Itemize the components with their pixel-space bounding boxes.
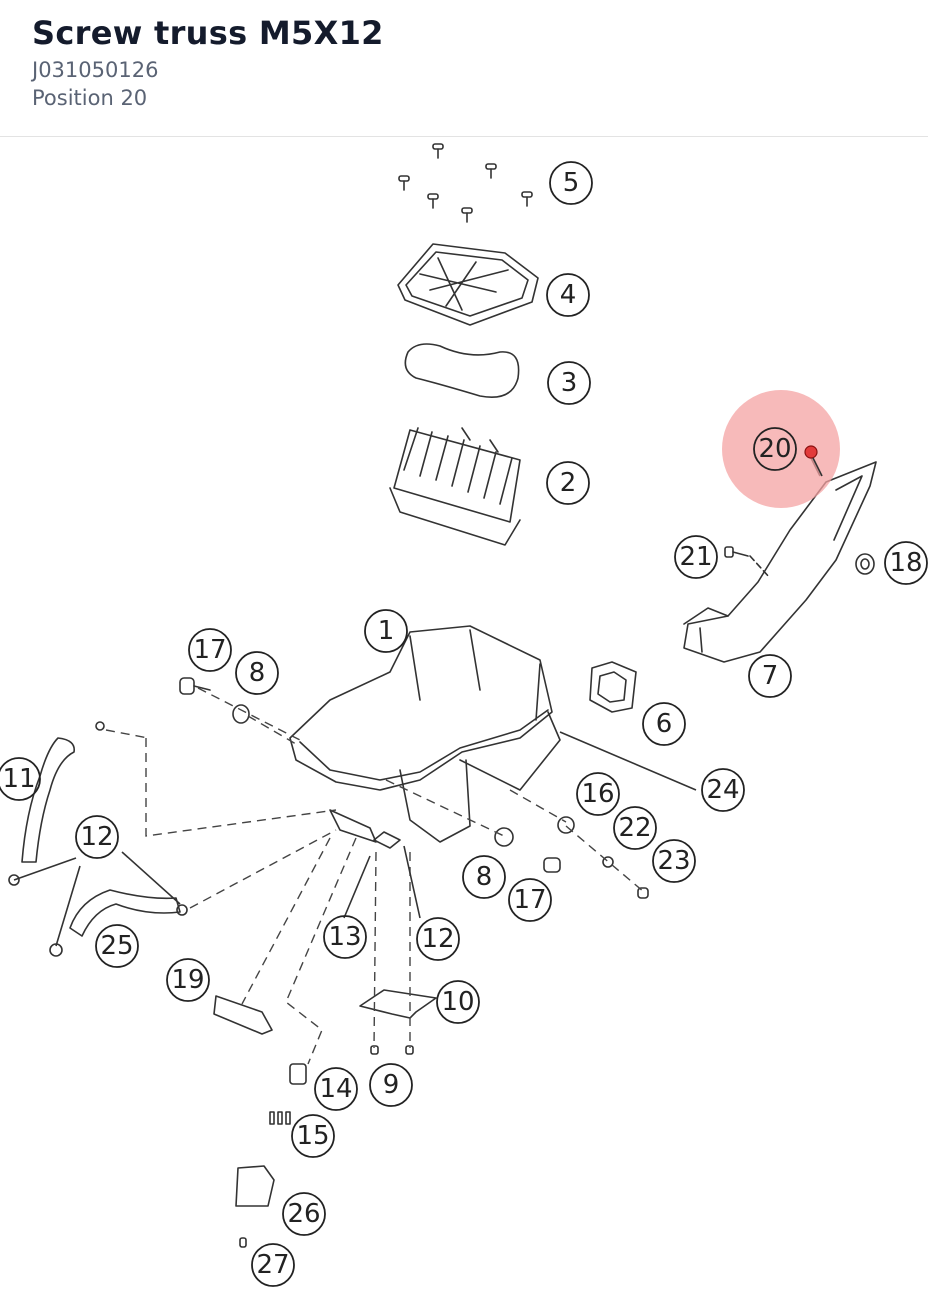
highlight-marker <box>722 390 840 508</box>
bolt-part-17-left <box>179 677 211 695</box>
callout-11[interactable]: 11 <box>2 764 35 794</box>
callout-20-ring <box>753 427 797 471</box>
callout-12-right[interactable]: 12 <box>421 924 454 954</box>
callout-8-left[interactable]: 8 <box>249 658 266 688</box>
sensor-part-14 <box>289 1063 307 1085</box>
rubber-boot-part <box>589 661 637 713</box>
hose-part-11 <box>21 737 75 863</box>
pin-part-15 <box>269 1111 291 1125</box>
callout-18[interactable]: 18 <box>889 548 922 578</box>
callout-1[interactable]: 1 <box>378 616 395 646</box>
callout-21[interactable]: 21 <box>679 542 712 572</box>
callout-6[interactable]: 6 <box>656 709 673 739</box>
gasket-part <box>404 343 520 398</box>
callout-7[interactable]: 7 <box>762 661 779 691</box>
callout-15[interactable]: 15 <box>296 1121 329 1151</box>
part-title: Screw truss M5X12 <box>32 14 384 52</box>
callout-4[interactable]: 4 <box>560 280 577 310</box>
exploded-parts-diagram: 5 4 3 2 20 21 18 1 17 8 7 6 11 12 24 16 … <box>0 143 928 1287</box>
callout-27[interactable]: 27 <box>256 1250 289 1280</box>
callout-16[interactable]: 16 <box>581 779 614 809</box>
grommet-part-8-right <box>494 827 514 847</box>
grommet-part-16 <box>557 816 575 834</box>
intake-duct-part <box>683 461 877 663</box>
callout-3[interactable]: 3 <box>561 368 578 398</box>
callout-12-left[interactable]: 12 <box>80 822 113 852</box>
sensor-part-19 <box>213 995 273 1035</box>
callout-8-right[interactable]: 8 <box>476 862 493 892</box>
pin-part-27 <box>239 1237 247 1248</box>
part-header: Screw truss M5X12 J031050126 Position 20 <box>0 0 928 137</box>
callout-9[interactable]: 9 <box>383 1070 400 1100</box>
callout-17-left[interactable]: 17 <box>193 635 226 665</box>
callout-17-right[interactable]: 17 <box>513 885 546 915</box>
callout-13[interactable]: 13 <box>328 922 361 952</box>
callout-20[interactable]: 20 <box>758 434 791 464</box>
screw-part-23 <box>637 887 649 899</box>
callout-2[interactable]: 2 <box>560 468 577 498</box>
callout-25[interactable]: 25 <box>100 931 133 961</box>
callout-5[interactable]: 5 <box>563 168 580 198</box>
air-filter-part <box>389 427 521 546</box>
hose-part-25 <box>69 889 181 937</box>
screw-part-21 <box>724 546 771 579</box>
callout-22[interactable]: 22 <box>618 813 651 843</box>
callout-19[interactable]: 19 <box>171 965 204 995</box>
part-position: Position 20 <box>32 86 148 110</box>
washer-part-22 <box>602 856 614 868</box>
bolt-part-17-right <box>543 857 561 873</box>
callout-26[interactable]: 26 <box>287 1199 320 1229</box>
callout-23[interactable]: 23 <box>657 846 690 876</box>
leader-lines <box>13 451 821 947</box>
screw-set-part <box>398 143 533 223</box>
callout-10[interactable]: 10 <box>441 987 474 1017</box>
grommet-part-18 <box>855 553 875 575</box>
assembly-lines <box>105 687 645 1065</box>
callout-24[interactable]: 24 <box>706 775 739 805</box>
grommet-part-8-left <box>232 704 250 724</box>
screw-part-20 <box>804 445 823 477</box>
filter-cage-part <box>397 243 539 326</box>
part-number: J031050126 <box>32 58 159 82</box>
clip-part-26 <box>235 1165 275 1207</box>
screw-part-9 <box>370 1045 414 1055</box>
bracket-part-10 <box>359 989 437 1019</box>
callout-14[interactable]: 14 <box>319 1074 352 1104</box>
airbox-part <box>289 625 561 849</box>
